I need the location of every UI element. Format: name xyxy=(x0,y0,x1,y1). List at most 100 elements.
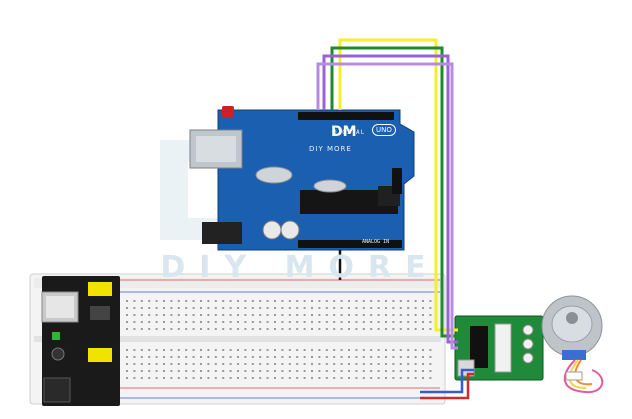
analog-header-label: ANALOG IN xyxy=(362,239,390,245)
breadboard-hole xyxy=(333,321,336,323)
breadboard-hole xyxy=(429,307,432,309)
breadboard-hole xyxy=(133,377,136,379)
breadboard-hole xyxy=(288,321,291,323)
breadboard-hole xyxy=(237,328,239,330)
wire-blue xyxy=(420,368,474,394)
breadboard-hole xyxy=(244,370,247,372)
breadboard-hole xyxy=(140,356,143,358)
breadboard-hole xyxy=(207,328,210,330)
breadboard-hole xyxy=(133,314,136,316)
breadboard-hole xyxy=(200,370,202,372)
breadboard-hole xyxy=(399,321,402,323)
breadboard-hole xyxy=(207,314,210,316)
breadboard-hole xyxy=(355,356,358,358)
breadboard-hole xyxy=(318,314,321,316)
breadboard-hole xyxy=(303,307,306,309)
breadboard-hole xyxy=(311,300,313,302)
breadboard-hole xyxy=(155,328,158,330)
breadboard-hole xyxy=(303,349,306,351)
breadboard-hole xyxy=(340,370,343,372)
breadboard-hole xyxy=(207,363,210,365)
breadboard-hole xyxy=(348,356,350,358)
breadboard-hole xyxy=(281,356,284,358)
breadboard-hole xyxy=(126,377,128,379)
breadboard-hole xyxy=(214,363,217,365)
breadboard-hole xyxy=(126,328,128,330)
breadboard-hole xyxy=(222,370,225,372)
breadboard-hole xyxy=(362,349,365,351)
breadboard-hole xyxy=(266,356,269,358)
breadboard-hole xyxy=(377,321,380,323)
breadboard-hole xyxy=(422,307,424,309)
breadboard-hole xyxy=(422,349,424,351)
breadboard-hole xyxy=(311,377,313,379)
breadboard-hole xyxy=(207,349,210,351)
breadboard-hole xyxy=(370,356,373,358)
breadboard-hole xyxy=(333,377,336,379)
breadboard-hole xyxy=(259,321,262,323)
breadboard-hole xyxy=(259,307,262,309)
breadboard-hole xyxy=(340,300,343,302)
breadboard-hole xyxy=(200,377,202,379)
breadboard-hole xyxy=(237,377,239,379)
breadboard-hole xyxy=(251,356,254,358)
breadboard-hole xyxy=(244,356,247,358)
breadboard-hole xyxy=(422,314,424,316)
breadboard-hole xyxy=(266,314,269,316)
breadboard-hole xyxy=(229,363,232,365)
breadboard xyxy=(29,273,446,405)
breadboard-hole xyxy=(126,307,128,309)
breadboard-hole xyxy=(163,349,165,351)
breadboard-hole xyxy=(355,370,358,372)
breadboard-hole xyxy=(214,328,217,330)
breadboard-hole xyxy=(385,370,387,372)
breadboard-hole xyxy=(422,356,424,358)
breadboard-hole xyxy=(288,307,291,309)
breadboard-hole xyxy=(385,314,387,316)
breadboard-hole xyxy=(355,300,358,302)
breadboard-hole xyxy=(303,328,306,330)
breadboard-hole xyxy=(303,370,306,372)
breadboard-hole xyxy=(140,328,143,330)
breadboard-hole xyxy=(140,349,143,351)
breadboard-hole xyxy=(214,314,217,316)
breadboard-hole xyxy=(370,328,373,330)
breadboard-hole xyxy=(385,307,387,309)
breadboard-hole xyxy=(274,321,276,323)
breadboard-hole xyxy=(414,363,417,365)
breadboard-hole xyxy=(333,370,336,372)
breadboard-hole xyxy=(177,307,180,309)
breadboard-hole xyxy=(429,321,432,323)
breadboard-hole xyxy=(325,300,328,302)
breadboard-hole xyxy=(355,349,358,351)
breadboard-hole xyxy=(200,321,202,323)
breadboard-hole xyxy=(155,300,158,302)
breadboard-hole xyxy=(340,349,343,351)
breadboard-hole xyxy=(229,377,232,379)
breadboard-hole xyxy=(207,377,210,379)
breadboard-hole xyxy=(399,363,402,365)
breadboard-hole xyxy=(296,363,299,365)
breadboard-hole xyxy=(126,300,128,302)
breadboard-hole xyxy=(259,314,262,316)
breadboard-hole xyxy=(325,314,328,316)
breadboard-hole xyxy=(325,321,328,323)
breadboard-hole xyxy=(170,321,173,323)
breadboard-hole xyxy=(281,307,284,309)
breadboard-hole xyxy=(311,321,313,323)
breadboard-hole xyxy=(163,307,165,309)
breadboard-hole xyxy=(214,377,217,379)
breadboard-hole xyxy=(155,370,158,372)
breadboard-hole xyxy=(192,377,195,379)
breadboard-hole xyxy=(229,328,232,330)
breadboard-hole xyxy=(170,356,173,358)
breadboard-hole xyxy=(177,328,180,330)
breadboard-hole xyxy=(266,349,269,351)
breadboard-hole xyxy=(333,314,336,316)
breadboard-hole xyxy=(229,300,232,302)
breadboard-hole xyxy=(311,314,313,316)
breadboard-hole xyxy=(148,328,151,330)
board-logo: DM xyxy=(331,124,357,140)
breadboard-hole xyxy=(288,314,291,316)
breadboard-hole xyxy=(281,321,284,323)
